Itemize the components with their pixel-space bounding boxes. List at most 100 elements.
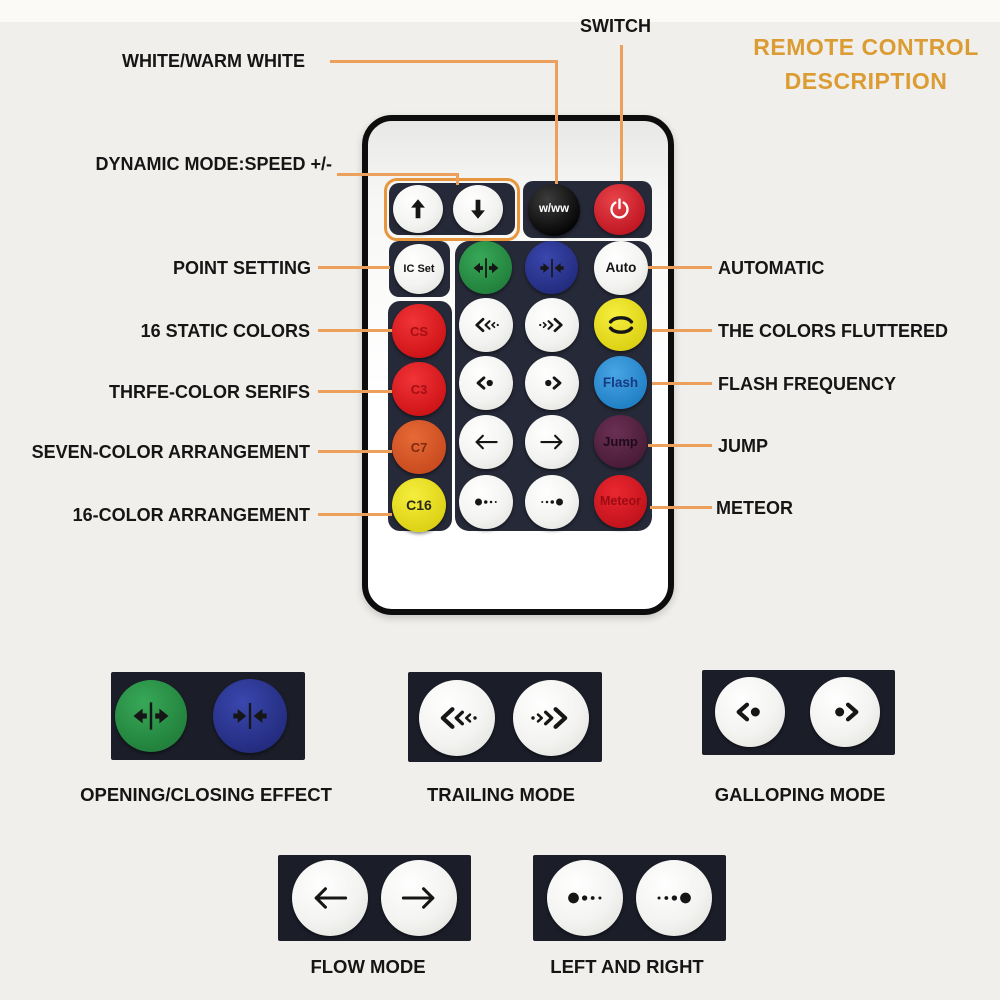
- label-white-warm-white: WHITE/WARM WHITE: [122, 51, 305, 71]
- flow-left-button[interactable]: [459, 415, 513, 469]
- flow-right-button[interactable]: [525, 415, 579, 469]
- colors-fluttered-button[interactable]: [594, 298, 647, 351]
- power-button[interactable]: [594, 184, 645, 235]
- dots-right-icon: [651, 875, 697, 921]
- ic-set-button-label: IC Set: [403, 262, 435, 275]
- white-warm-white-button-label: w/ww: [538, 203, 570, 216]
- connector-fluttered: [652, 329, 712, 332]
- static-colors-button[interactable]: CS: [392, 304, 446, 358]
- page-title-line1: REMOTE CONTROL: [753, 34, 979, 60]
- dots-right-button-large[interactable]: [636, 860, 712, 936]
- gallop-right-icon: [538, 369, 566, 397]
- label-dynamic-mode: DYNAMIC MODE:SPEED +/-: [95, 154, 332, 174]
- connector-jump: [648, 444, 712, 447]
- connector-automatic: [648, 266, 712, 269]
- dots-right-icon: [537, 487, 567, 517]
- seven-color-button[interactable]: C7: [392, 420, 446, 474]
- left-and-right-panel: [533, 855, 726, 941]
- color-button-panel: CS C3 C7 C16: [388, 301, 452, 532]
- trailing-mode-panel: [408, 672, 602, 762]
- dots-right-button[interactable]: [525, 475, 579, 529]
- trail-left-button-large[interactable]: [419, 680, 495, 756]
- remote-control: w/ww IC Set Auto: [362, 115, 674, 615]
- opening-effect-button-large[interactable]: [115, 680, 187, 752]
- gallop-right-button-large[interactable]: [810, 677, 880, 747]
- open-arrows-icon: [130, 695, 172, 737]
- three-color-button-label: C3: [410, 381, 428, 397]
- ic-set-button[interactable]: IC Set: [394, 244, 444, 294]
- flow-left-button-large[interactable]: [292, 860, 368, 936]
- close-arrows-icon: [538, 254, 566, 282]
- label-meteor: METEOR: [716, 498, 794, 518]
- top-strip: [0, 0, 1000, 22]
- caption-left-and-right: LEFT AND RIGHT: [550, 956, 704, 977]
- connector-switch: [620, 45, 623, 181]
- opening-closing-panel: [111, 672, 305, 760]
- seven-color-button-label: C7: [410, 439, 428, 455]
- close-arrows-icon: [230, 696, 270, 736]
- connector-seven-color: [318, 450, 392, 453]
- open-arrows-icon: [471, 253, 501, 283]
- power-panel: w/ww: [523, 181, 652, 238]
- caption-flow-mode: FLOW MODE: [310, 956, 426, 977]
- sixteen-color-button-label: C16: [406, 497, 432, 513]
- jump-button-label: Jump: [603, 434, 638, 449]
- trail-left-button[interactable]: [459, 298, 513, 352]
- closing-effect-button-large[interactable]: [213, 679, 287, 753]
- label-flash-frequency: FLASH FREQUENCY: [718, 374, 897, 394]
- flow-right-button-large[interactable]: [381, 860, 457, 936]
- connector-meteor: [650, 506, 712, 509]
- gallop-right-button[interactable]: [525, 356, 579, 410]
- connector-serifs: [318, 390, 392, 393]
- connector-dynamic-v: [456, 173, 459, 185]
- connector-flash: [652, 382, 712, 385]
- connector-16-color: [318, 513, 392, 516]
- label-point-setting: POINT SETTING: [172, 258, 311, 278]
- opening-effect-button[interactable]: [459, 241, 512, 294]
- connector-white-warm-v: [555, 60, 558, 184]
- white-warm-white-button[interactable]: w/ww: [528, 184, 580, 236]
- connector-point-setting: [318, 266, 390, 269]
- gallop-left-button-large[interactable]: [715, 677, 785, 747]
- arrow-left-icon: [471, 427, 501, 457]
- speed-down-button[interactable]: [453, 185, 503, 233]
- speed-up-button[interactable]: [393, 185, 443, 233]
- trail-right-button[interactable]: [525, 298, 579, 352]
- caption-galloping-mode: GALLOPING MODE: [714, 784, 886, 805]
- flow-mode-panel: [278, 855, 471, 941]
- label-colors-fluttered: THE COLORS FLUTTERED: [718, 321, 948, 341]
- gallop-left-icon: [472, 369, 500, 397]
- dots-left-icon: [471, 487, 501, 517]
- label-16-color-arrangement: 16-COLOR ARRANGEMENT: [72, 505, 310, 525]
- label-jump: JUMP: [718, 436, 769, 456]
- trail-left-icon: [434, 695, 480, 741]
- gallop-left-button[interactable]: [459, 356, 513, 410]
- jump-button[interactable]: Jump: [594, 415, 647, 468]
- connector-static-colors: [318, 329, 392, 332]
- galloping-mode-panel: [702, 670, 895, 755]
- connector-dynamic-h: [337, 173, 459, 176]
- arrow-down-icon: [465, 196, 491, 222]
- dots-left-button[interactable]: [459, 475, 513, 529]
- flash-button[interactable]: Flash: [594, 356, 647, 409]
- caption-trailing-mode: TRAILING MODE: [427, 784, 575, 805]
- three-color-button[interactable]: C3: [392, 362, 446, 416]
- auto-button[interactable]: Auto: [594, 241, 648, 295]
- dots-left-button-large[interactable]: [547, 860, 623, 936]
- meteor-button-label: Meteor: [600, 494, 641, 509]
- trail-right-button-large[interactable]: [513, 680, 589, 756]
- closing-effect-button[interactable]: [525, 241, 578, 294]
- caption-opening-closing-effect: OPENING/CLOSING EFFECT: [80, 784, 332, 805]
- page-title: REMOTE CONTROL DESCRIPTION: [740, 30, 992, 98]
- meteor-button[interactable]: Meteor: [594, 475, 647, 528]
- arrow-left-icon: [308, 876, 352, 920]
- flash-button-label: Flash: [602, 374, 639, 390]
- static-colors-button-label: CS: [409, 323, 429, 339]
- label-seven-color-arrangement: SEVEN-COLOR ARRANGEMENT: [31, 442, 310, 462]
- label-16-static-colors: 16 STATIC COLORS: [140, 321, 310, 341]
- trail-left-icon: [471, 310, 501, 340]
- sixteen-color-button[interactable]: C16: [392, 478, 446, 532]
- power-icon: [606, 196, 633, 223]
- page-title-line2: DESCRIPTION: [784, 68, 948, 94]
